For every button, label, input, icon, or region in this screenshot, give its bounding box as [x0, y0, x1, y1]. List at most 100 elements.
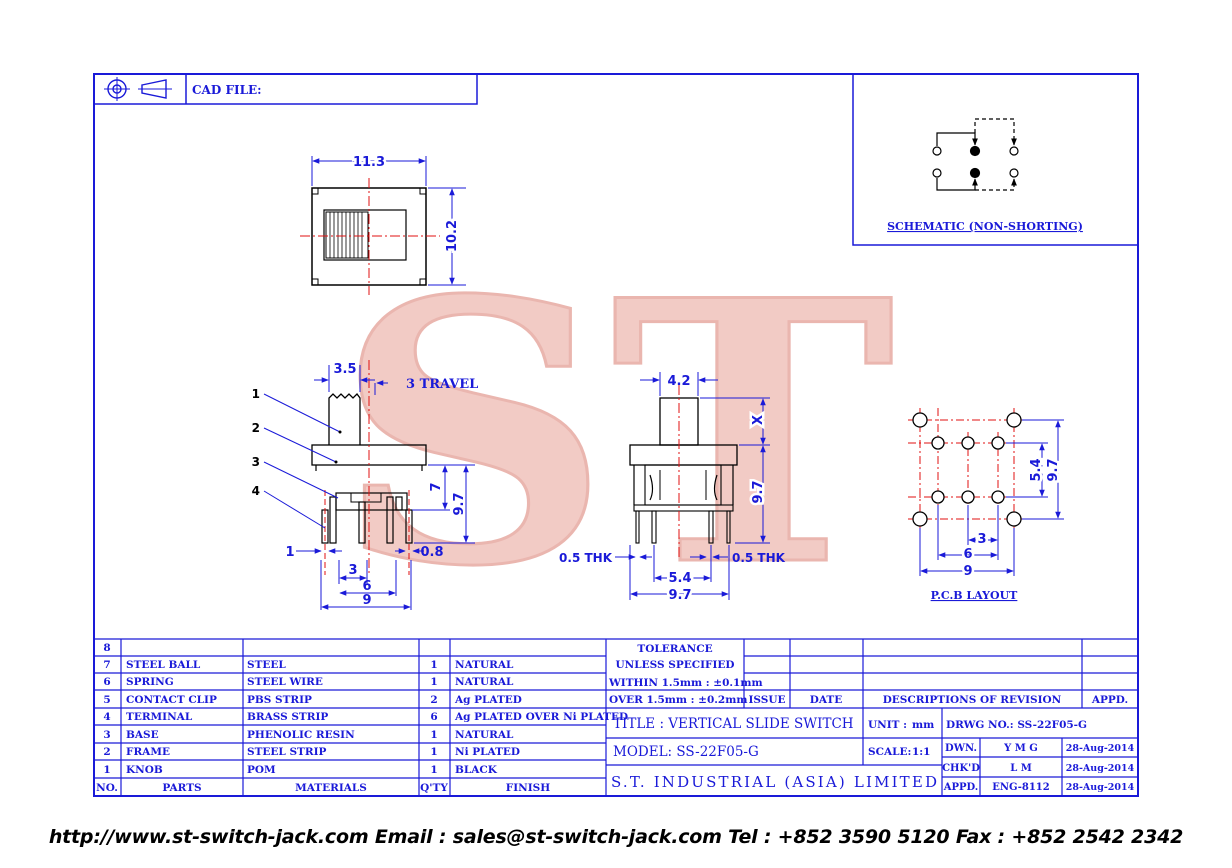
front-thk-left: 0.5 THK: [559, 551, 613, 565]
drawing-title: TITLE : VERTICAL SLIDE SWITCH: [613, 716, 854, 732]
bom-finish: BLACK: [455, 764, 498, 776]
tolerance-line4: OVER 1.5mm : ±0.2mm: [609, 694, 747, 706]
bom-no: 2: [103, 746, 110, 758]
bom-finish: Ag PLATED: [454, 694, 522, 706]
model-number: MODEL: SS-22F05-G: [613, 744, 759, 760]
callout-2: 2: [252, 421, 260, 435]
pcb-dim-3: 3: [977, 532, 986, 547]
bom-qty: 1: [430, 676, 437, 688]
front-dim-97: 9.7: [668, 588, 691, 603]
revision-issue: ISSUE: [748, 694, 785, 706]
bom-no: 1: [103, 764, 110, 776]
bom-finish: NATURAL: [455, 729, 514, 741]
bom-header-qty: Q'TY: [420, 782, 448, 794]
unit-value: mm: [912, 719, 934, 731]
schematic-caption: SCHEMATIC (NON-SHORTING): [887, 220, 1083, 233]
side-pitch-9: 9: [362, 593, 371, 608]
bom-part: CONTACT CLIP: [126, 694, 217, 706]
side-height-7: 7: [429, 482, 444, 491]
pcb-dim-97: 9.7: [1046, 458, 1061, 481]
side-view: 3.5 3 TRAVEL 1 2 3 4 7 9.7 1 0.8: [252, 360, 478, 610]
side-height-97: 9.7: [452, 492, 467, 515]
dwn-date: 28-Aug-2014: [1066, 743, 1135, 754]
tolerance-line2: UNLESS SPECIFIED: [616, 659, 735, 671]
cad-file-label: CAD FILE:: [192, 83, 262, 97]
front-x-label: X: [751, 415, 766, 425]
bom-no: 7: [103, 659, 110, 671]
bom-no: 4: [103, 711, 110, 723]
bom-material: STEEL WIRE: [247, 676, 323, 688]
top-view: 11.3 10.2: [300, 153, 466, 295]
pin-width-08: 0.8: [420, 545, 443, 560]
bom-no: 6: [103, 676, 110, 688]
front-knob-dim: 4.2: [667, 374, 690, 389]
bom-qty: 1: [430, 764, 437, 776]
pcb-dim-54: 5.4: [1029, 458, 1044, 481]
bom-finish: NATURAL: [455, 676, 514, 688]
pin-width-1: 1: [285, 545, 294, 560]
projection-symbol-icon: [104, 77, 172, 101]
bom-part: KNOB: [126, 764, 163, 776]
bom-no: 5: [103, 694, 110, 706]
bom-no: 8: [103, 642, 110, 654]
bom-part: STEEL BALL: [126, 659, 201, 671]
callout-4: 4: [252, 484, 260, 498]
dwn-value: Y M G: [1003, 743, 1038, 754]
drawing-number: DRWG NO.: SS-22F05-G: [946, 719, 1087, 731]
bom-part: TERMINAL: [126, 711, 193, 723]
bom-finish: NATURAL: [455, 659, 514, 671]
bom-part: FRAME: [126, 746, 170, 758]
appd-label: APPD.: [943, 782, 979, 793]
company-name: S.T. INDUSTRIAL (ASIA) LIMITED: [611, 773, 937, 791]
bom-material: PBS STRIP: [247, 694, 312, 706]
scale-value: 1:1: [912, 746, 931, 758]
bom-material: POM: [247, 764, 276, 776]
bom-part: SPRING: [126, 676, 174, 688]
bom-header-parts: PARTS: [162, 782, 201, 794]
bom-qty: 1: [430, 746, 437, 758]
bom-qty: 1: [430, 729, 437, 741]
revision-descriptions: DESCRIPTIONS OF REVISION: [883, 694, 1062, 706]
tolerance-line3: WITHIN 1.5mm : ±0.1mm: [608, 677, 763, 689]
appd-value: ENG-8112: [992, 782, 1050, 793]
callout-1: 1: [252, 387, 260, 401]
bom-material: PHENOLIC RESIN: [247, 729, 355, 741]
bom-header-materials: MATERIALS: [295, 782, 367, 794]
top-height-dim: 10.2: [445, 220, 460, 252]
side-knob-dim: 3.5: [333, 362, 356, 377]
travel-label: 3 TRAVEL: [406, 377, 478, 392]
revision-date: DATE: [810, 694, 843, 706]
appd-date: 28-Aug-2014: [1066, 782, 1135, 793]
pcb-dim-6: 6: [963, 547, 972, 562]
front-height-97: 9.7: [751, 480, 766, 503]
bom-part: BASE: [126, 729, 159, 741]
tolerance-line1: TOLERANCE: [637, 643, 712, 655]
bom-finish: Ag PLATED OVER Ni PLATED: [454, 711, 628, 723]
unit-label: UNIT :: [868, 719, 907, 731]
revision-appd: APPD.: [1091, 694, 1128, 706]
tolerance-block: TOLERANCE UNLESS SPECIFIED WITHIN 1.5mm …: [608, 643, 1128, 706]
front-view: 4.2 X 9.7 0.5 THK 0.5 THK 5.4 9.7: [559, 372, 786, 606]
st-watermark: ST: [334, 221, 897, 647]
schematic-panel: SCHEMATIC (NON-SHORTING): [852, 74, 1138, 246]
bom-header-finish: FINISH: [506, 782, 550, 794]
chkd-label: CHK'D: [942, 763, 980, 774]
bom-finish: Ni PLATED: [455, 746, 520, 758]
front-thk-right: 0.5 THK: [732, 551, 786, 565]
bom-qty: 1: [430, 659, 437, 671]
cad-header: CAD FILE:: [93, 73, 478, 105]
side-pitch-6: 6: [362, 579, 371, 594]
chkd-date: 28-Aug-2014: [1066, 763, 1135, 774]
chkd-value: L M: [1010, 763, 1032, 774]
watermark-text: ST: [335, 222, 895, 645]
title-block: TITLE : VERTICAL SLIDE SWITCH MODEL: SS-…: [611, 716, 1135, 793]
drawing-border: [93, 73, 1139, 797]
pcb-layout: 3 6 9 5.4 9.7 P.C.B LAYOUT: [908, 408, 1064, 602]
bom-material: BRASS STRIP: [247, 711, 328, 723]
side-pitch-3: 3: [348, 563, 357, 578]
dwn-label: DWN.: [945, 743, 977, 754]
front-dim-54: 5.4: [668, 571, 691, 586]
scale-label: SCALE:: [868, 746, 911, 758]
bom-qty: 6: [430, 711, 437, 723]
top-width-dim: 11.3: [353, 155, 385, 170]
